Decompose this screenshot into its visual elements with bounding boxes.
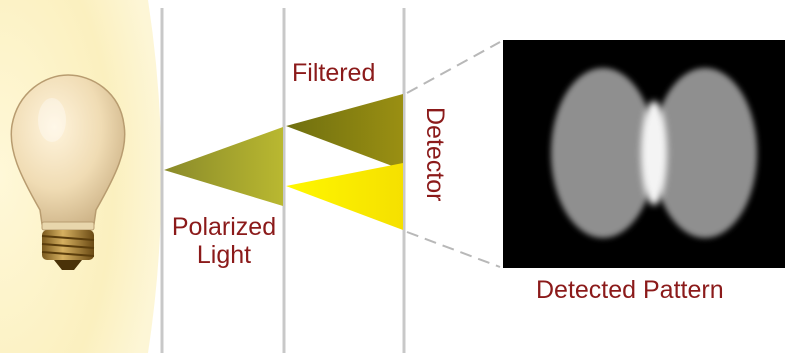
polarized-label-line1: Polarized [158,214,290,242]
projection-line-top [407,42,500,93]
detector-label: Detector [421,107,449,201]
filtered-label: Filtered [292,60,375,88]
detected-pattern-label: Detected Pattern [536,277,724,305]
projection-line-bottom [407,232,500,267]
filtered-beam-yellow [286,163,403,230]
filtered-beam-olive [286,94,403,170]
detected-pattern-image [503,40,785,268]
polarized-label-line2: Light [158,242,290,270]
polarized-light-label: Polarized Light [158,214,290,269]
polarized-beam [164,127,283,206]
